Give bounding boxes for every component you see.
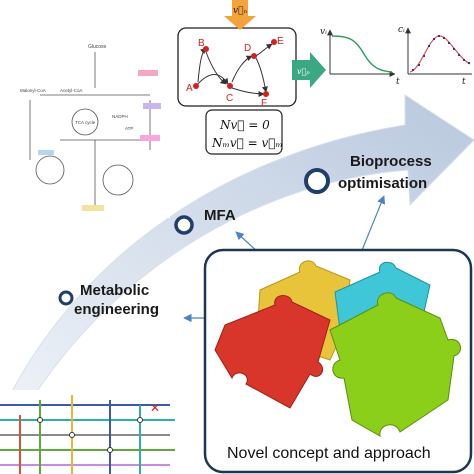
node-b	[203, 46, 209, 52]
stage-label-metabolic-line1: Metabolic	[80, 282, 149, 299]
puzzle-caption: Novel concept and approach	[227, 445, 431, 462]
concentration-curve	[409, 35, 471, 73]
conc-plot-ylabel: cᵢ	[398, 25, 405, 35]
pathway-node-acetyl-coa: Acetyl-CoA	[60, 88, 83, 93]
metro-map: ✕	[0, 390, 178, 474]
equation-balance: Nv⃗ = 0	[219, 118, 270, 132]
puzzle-piece-green	[329, 292, 462, 437]
reaction-network-box: v⃗ₙ v⃗ₚ A B C D E F	[177, 0, 326, 109]
node-a-label: A	[186, 83, 193, 94]
node-f-label: F	[261, 98, 267, 109]
stage-marker-metabolic	[58, 290, 74, 306]
stage-label-bioprocess-line1: Bioprocess	[350, 153, 432, 170]
flux-plot: vᵢ t	[320, 27, 400, 87]
node-b-label: B	[198, 38, 205, 49]
flux-curve	[331, 35, 393, 73]
pathway-node-malonyl-coa: Malonyl-CoA	[20, 88, 46, 93]
puzzle-piece-red	[214, 295, 331, 409]
node-d-label: D	[244, 43, 251, 54]
progress-arrow	[9, 94, 474, 406]
node-c-label: C	[226, 93, 233, 104]
node-e-label: E	[277, 36, 284, 47]
node-d	[251, 53, 257, 59]
stage-label-mfa: MFA	[204, 207, 236, 224]
flux-plot-ylabel: vᵢ	[320, 27, 327, 37]
pathway-node-nadph: NADPH	[112, 114, 128, 119]
node-c	[227, 83, 233, 89]
concentration-plot: cᵢ t	[398, 25, 472, 87]
pathway-node-tca: TCA cycle	[75, 120, 96, 125]
stage-marker-bioprocess	[304, 168, 330, 194]
stage-metabolic-engineering: Metabolic engineering	[58, 282, 159, 318]
tca-cycle-circle	[71, 108, 99, 136]
output-flux-label: v⃗ₚ	[297, 67, 310, 76]
metabolic-pathway-map: Glucose Acetyl-CoA Malonyl-CoA TCA cycle…	[0, 40, 170, 218]
conc-plot-xlabel: t	[462, 77, 466, 87]
flux-plot-xlabel: t	[396, 77, 400, 87]
input-flux-label: v⃗ₙ	[233, 6, 247, 16]
node-a	[193, 83, 199, 89]
equation-measured: Nₘv⃗ = v⃗ₘ	[211, 136, 283, 150]
puzzle-box: Novel concept and approach	[203, 248, 473, 474]
stage-label-bioprocess-line2: optimisation	[338, 175, 427, 192]
node-e	[271, 39, 277, 45]
stage-mfa: MFA	[174, 207, 236, 235]
stage-marker-mfa	[174, 215, 194, 235]
pathway-node-atp: ATP	[125, 126, 133, 131]
pathway-node-glucose: Glucose	[88, 44, 107, 50]
equation-box: Nv⃗ = 0 Nₘv⃗ = v⃗ₘ	[205, 109, 283, 155]
stage-label-metabolic-line2: engineering	[74, 301, 159, 318]
output-flux-arrow	[292, 52, 326, 88]
node-f	[263, 91, 269, 97]
svg-text:✕: ✕	[150, 401, 160, 415]
input-flux-arrow	[224, 0, 256, 30]
stage-bioprocess: Bioprocess optimisation	[304, 153, 432, 194]
